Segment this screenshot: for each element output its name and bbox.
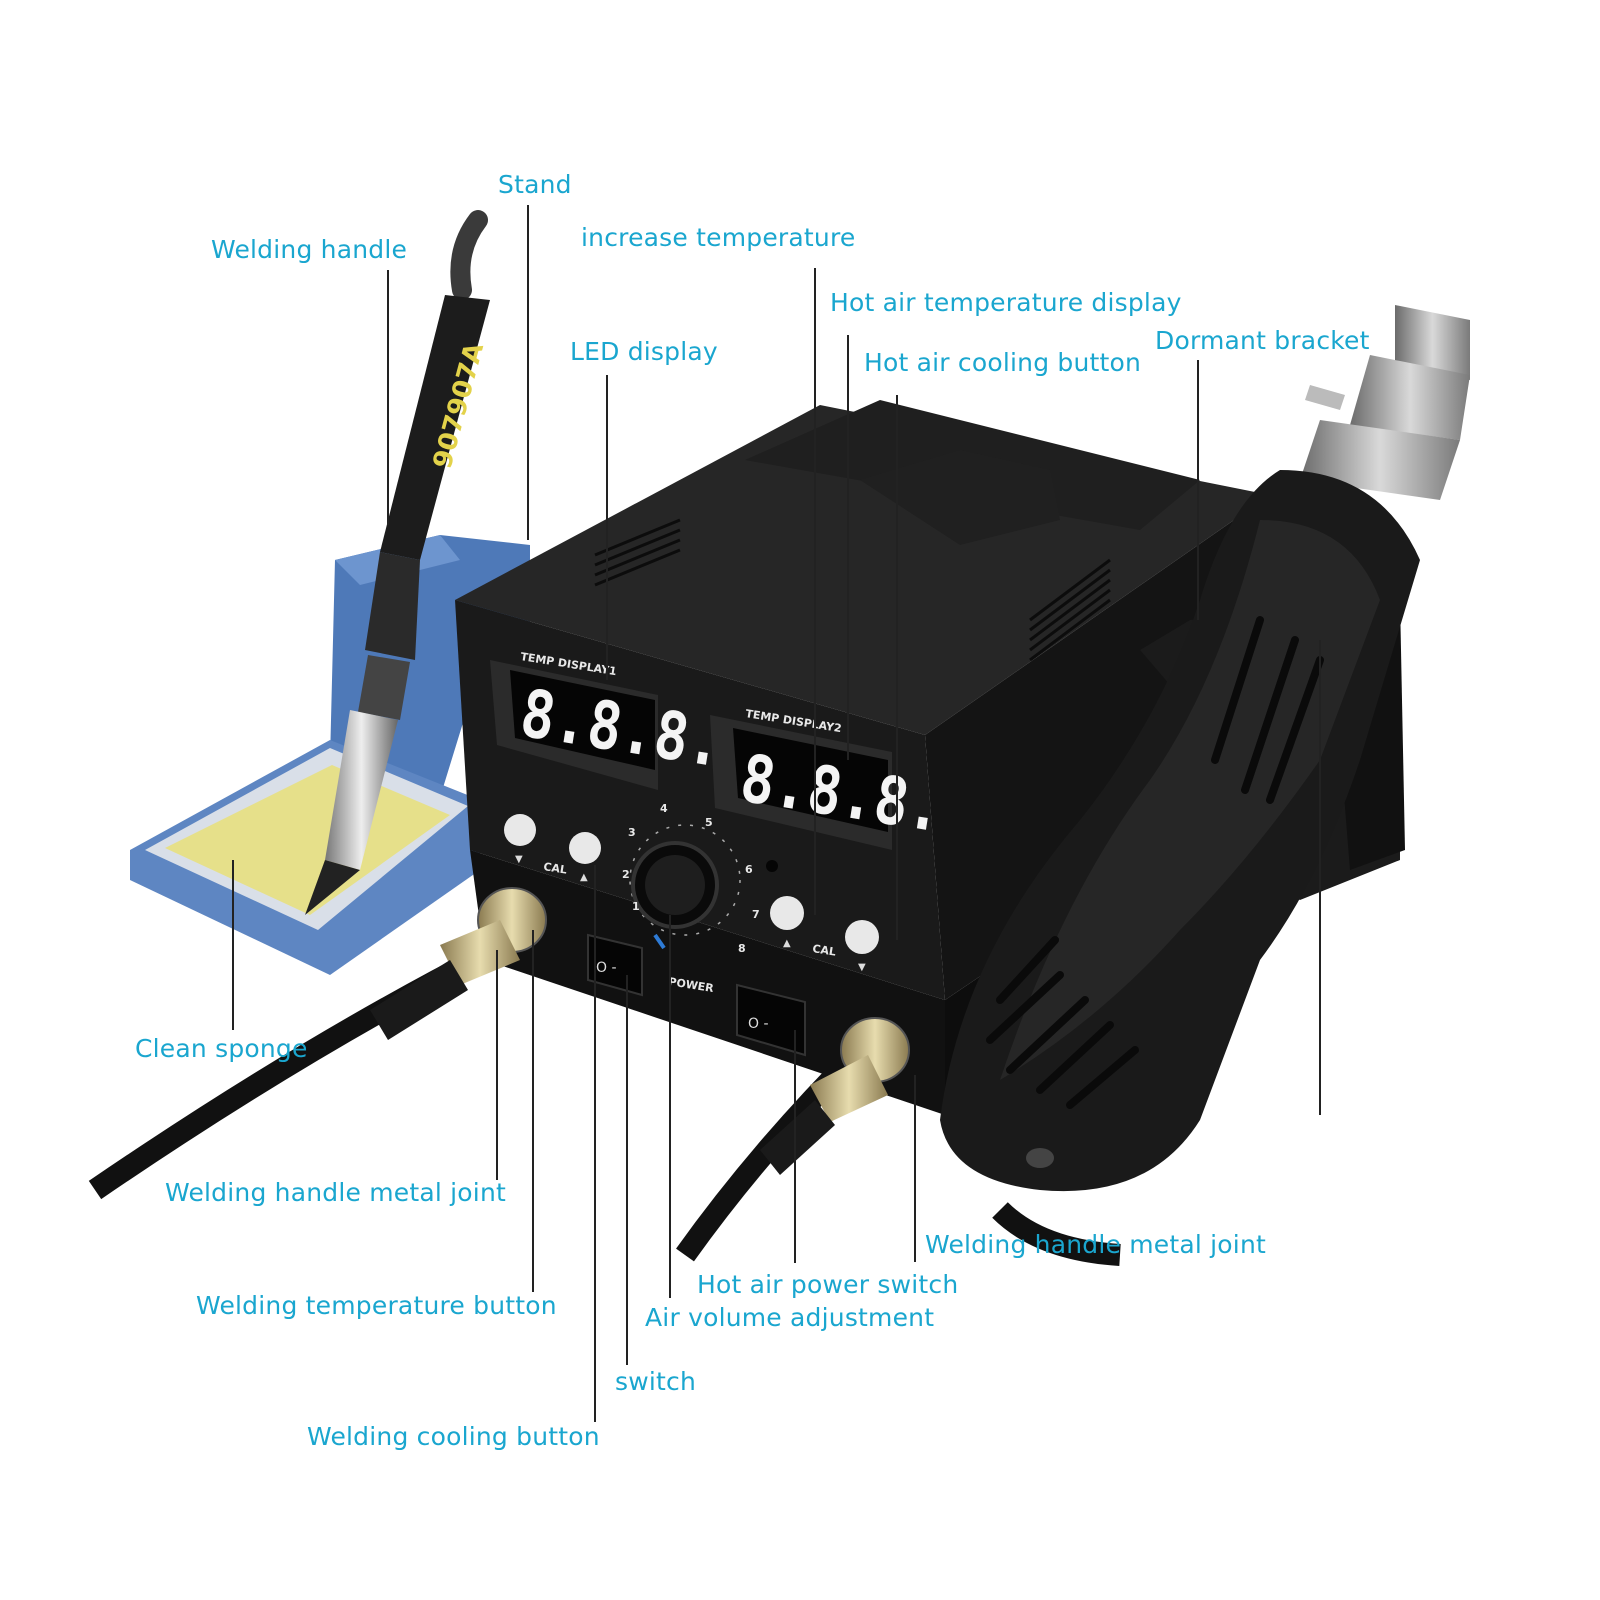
svg-text:1: 1 xyxy=(632,900,640,913)
label-led-display: LED display xyxy=(570,337,718,366)
label-welding-cooling-button: Welding cooling button xyxy=(307,1422,600,1451)
welding-handle-metal-joint-left xyxy=(370,887,547,1040)
svg-text:6: 6 xyxy=(745,863,753,876)
svg-text:8: 8 xyxy=(738,942,746,955)
cal-left-label: CAL xyxy=(543,860,568,877)
down-arrow-icon: ▼ xyxy=(515,854,523,865)
svg-text:2: 2 xyxy=(622,868,630,881)
up-arrow-icon: ▲ xyxy=(783,938,791,949)
label-air-volume-adjustment: Air volume adjustment xyxy=(645,1303,935,1332)
label-welding-handle-metal-joint-right: Welding handle metal joint xyxy=(925,1230,1266,1259)
svg-text:4: 4 xyxy=(660,802,668,815)
cal-right-label: CAL xyxy=(812,942,837,959)
label-increase-temperature: increase temperature xyxy=(581,223,856,252)
switch-symbol-icon: O - xyxy=(748,1016,769,1032)
display-window-2: TEMP DISPLAY2 8.8.8. xyxy=(710,707,948,850)
sponge-tray xyxy=(130,740,480,975)
label-welding-temperature-button: Welding temperature button xyxy=(196,1291,557,1320)
leader-lines xyxy=(232,205,1321,1422)
label-dormant-bracket: Dormant bracket xyxy=(1155,326,1370,355)
hot-air-power-switch[interactable]: O - xyxy=(736,983,806,1057)
label-hot-air-temperature-display: Hot air temperature display xyxy=(830,288,1182,317)
indicator-hole xyxy=(766,860,778,872)
switch-symbol-icon: O - xyxy=(596,960,617,976)
label-hot-air-cooling-button: Hot air cooling button xyxy=(864,348,1142,377)
hot-air-cooling-button[interactable] xyxy=(845,920,879,954)
svg-text:7: 7 xyxy=(752,908,760,921)
air-volume-dial[interactable] xyxy=(629,824,741,950)
svg-text:3: 3 xyxy=(628,826,636,839)
iron-tip xyxy=(325,710,398,870)
dial-tick-labels: 1 2 3 4 5 6 7 8 xyxy=(622,802,760,955)
welding-cooling-button[interactable] xyxy=(569,832,601,864)
label-stand: Stand xyxy=(498,170,572,199)
hot-air-gun xyxy=(940,305,1470,1192)
clean-sponge xyxy=(165,765,450,915)
down-arrow-icon: ▼ xyxy=(858,962,866,973)
up-arrow-icon: ▲ xyxy=(580,872,588,883)
welding-power-switch[interactable]: O - xyxy=(587,933,643,997)
label-hot-air-power-switch: Hot air power switch xyxy=(697,1270,959,1299)
label-switch: switch xyxy=(615,1367,697,1396)
label-clean-sponge: Clean sponge xyxy=(135,1034,308,1063)
svg-text:5: 5 xyxy=(705,816,713,829)
label-welding-handle-metal-joint-left: Welding handle metal joint xyxy=(165,1178,506,1207)
welding-temperature-down-button[interactable] xyxy=(504,814,536,846)
label-welding-handle: Welding handle xyxy=(211,235,408,264)
welding-handle-metal-joint-right xyxy=(760,1017,910,1175)
increase-temperature-button[interactable] xyxy=(770,896,804,930)
